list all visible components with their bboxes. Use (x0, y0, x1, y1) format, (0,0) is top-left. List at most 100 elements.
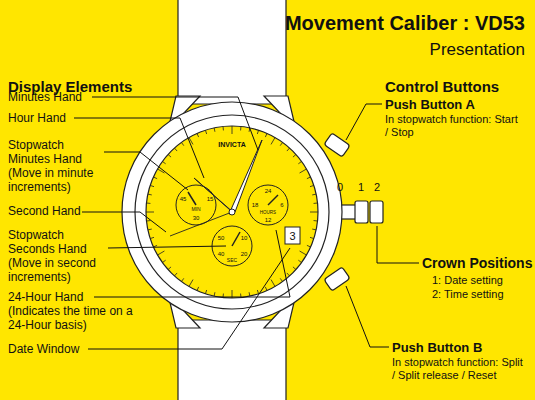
dial-number: 45 (180, 196, 187, 202)
tick-mark (287, 148, 290, 151)
center-cap (229, 209, 235, 215)
leader-24-hour (94, 230, 290, 297)
tick-mark (312, 194, 316, 196)
leader-date-window (88, 248, 290, 349)
part-label: 24-Hour Hand (Indicates the time on a 24… (8, 290, 136, 332)
tick-mark (312, 229, 316, 231)
tick-mark (174, 148, 177, 151)
title: Movement Caliber : VD53 (285, 12, 525, 35)
tick-mark (298, 161, 301, 163)
tick-mark (310, 185, 314, 186)
dial-number: 40 (218, 251, 225, 257)
leader-push-button-b (346, 286, 389, 347)
tick-mark (298, 260, 301, 262)
tick-mark (257, 130, 258, 134)
dial (146, 126, 318, 298)
hours-subdial (248, 185, 288, 225)
part-label: Stopwatch Minutes Hand (Move in minute i… (8, 138, 108, 194)
part-label: Minutes Hand (8, 90, 82, 104)
tick-mark (214, 292, 216, 296)
tick-mark (168, 154, 171, 157)
date-window (285, 227, 300, 244)
part-label: Date Window (8, 342, 79, 356)
tick-mark (150, 185, 154, 186)
upper-strap (178, 0, 286, 104)
section-heading: Crown Positions (422, 255, 532, 271)
tick-mark (153, 177, 157, 179)
tick-mark (146, 220, 150, 221)
tick-mark (197, 287, 199, 291)
tick-mark (249, 292, 251, 296)
bezel (135, 115, 329, 309)
tick-mark (314, 220, 318, 221)
tick-mark (181, 142, 183, 145)
dial-number: 12 (265, 217, 272, 223)
tick-mark (307, 177, 311, 179)
dial-number: 10 (241, 235, 248, 241)
tick-mark (214, 128, 216, 132)
tick-mark (314, 203, 318, 204)
dial-number: 50 (218, 235, 225, 241)
leader-stopwatch-seconds (108, 246, 226, 248)
dial-number: 18 (252, 202, 259, 208)
leader-minutes-hand (92, 97, 258, 150)
tick-mark (307, 245, 311, 247)
leader-push-button-a (346, 104, 382, 140)
tick-mark (148, 229, 152, 231)
subtitle: Presentation (430, 40, 525, 60)
hands (170, 140, 278, 246)
part-label: Second Hand (8, 204, 81, 218)
tick-mark (146, 203, 150, 204)
brand-name: INVICTA (218, 141, 245, 148)
section-heading: Control Buttons (385, 78, 499, 96)
dial-number: 15 (207, 196, 214, 202)
tick-mark (205, 290, 206, 294)
tick-mark (146, 212, 154, 213)
second-hand (170, 212, 232, 236)
tick-mark (287, 273, 290, 276)
dial-number: 6 (280, 202, 283, 208)
tick-mark (280, 278, 282, 281)
dial-word: HOURS (260, 211, 276, 216)
stopwatch-minutes-hand (188, 192, 196, 205)
tick-mark (257, 290, 258, 294)
crown-position-number: 0 (337, 182, 343, 193)
dial-number: 24 (265, 188, 272, 194)
tick-mark (205, 130, 206, 134)
crown-position-2 (370, 201, 383, 223)
crown-setting: 1: Date setting (432, 274, 503, 287)
case (122, 96, 383, 328)
button-name: Push Button B (392, 340, 482, 355)
tick-mark (280, 142, 282, 145)
tick-mark (197, 133, 199, 137)
tick-mark (158, 251, 165, 255)
leader-crown-positions (377, 226, 419, 263)
leader-second-hand (82, 212, 166, 232)
minutes-hand (229, 140, 262, 214)
crown-position-number: 1 (358, 182, 364, 193)
tick-mark (293, 267, 296, 270)
push-button-a (324, 133, 350, 157)
dial-number: 30 (193, 215, 200, 221)
24-hour-hand (268, 195, 278, 205)
tick-mark (240, 126, 241, 130)
tick-mark (162, 161, 165, 163)
tick-mark (162, 260, 165, 262)
stopwatch-seconds-hand (232, 232, 240, 246)
tick-mark (271, 280, 275, 287)
tick-mark (148, 194, 152, 196)
case-outline (122, 102, 342, 322)
tick-mark (181, 278, 183, 281)
tick-mark (232, 126, 233, 134)
crown-position-1 (355, 201, 368, 223)
date-number: 3 (289, 230, 295, 241)
minutes-subdial (176, 185, 216, 225)
tick-mark (271, 138, 275, 145)
minute-track (146, 126, 318, 298)
tick-mark (310, 237, 314, 238)
tick-mark (189, 280, 193, 287)
tick-mark (300, 251, 307, 255)
tick-mark (300, 169, 307, 173)
part-label: Stopwatch Seconds Hand (Move in second i… (8, 228, 110, 284)
